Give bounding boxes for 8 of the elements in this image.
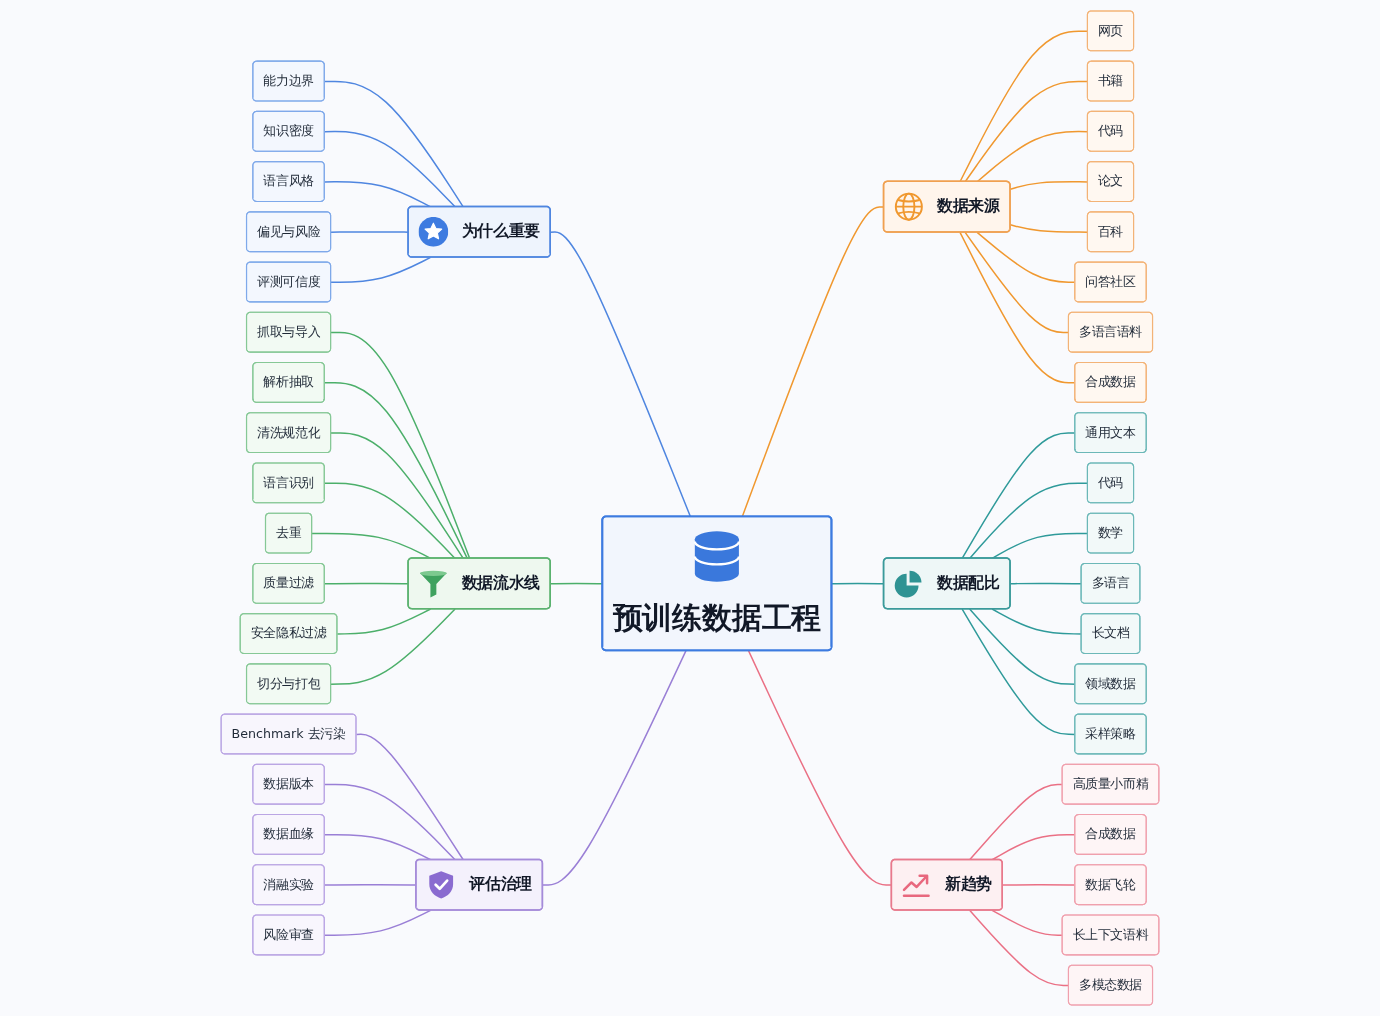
connector — [330, 608, 456, 685]
connector — [336, 608, 432, 635]
connector — [311, 532, 432, 560]
connector — [355, 733, 464, 861]
connector — [542, 649, 687, 886]
connector — [330, 331, 471, 560]
connector — [330, 256, 432, 284]
connector — [330, 432, 464, 560]
